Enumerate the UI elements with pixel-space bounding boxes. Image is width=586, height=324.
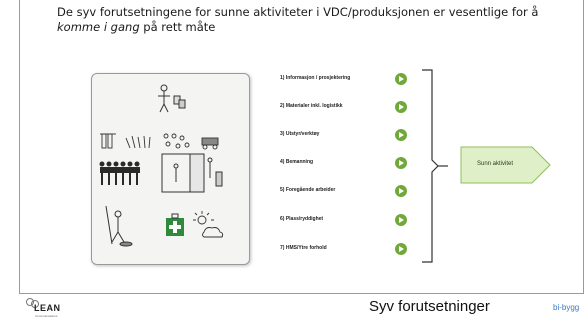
logo-subtext: Communications bbox=[35, 314, 58, 318]
prerequisite-label: 4) Bemanning bbox=[280, 159, 314, 165]
prerequisite-item-7: 7) HMS/Ytre forhold bbox=[280, 243, 410, 257]
person-documents-icon bbox=[158, 84, 186, 113]
arrow-circle-icon bbox=[395, 101, 407, 113]
prerequisite-item-3: 3) Utstyr/verktøy bbox=[280, 129, 410, 143]
footer-title: Syv forutsetninger bbox=[369, 298, 490, 315]
prerequisite-item-1: 1) Informasjon / prosjektering bbox=[280, 73, 410, 87]
title-text: De syv forutsetningene for sunne aktivit… bbox=[57, 5, 539, 19]
arrow-circle-icon bbox=[395, 73, 407, 85]
result-label: Sunn aktivitet bbox=[476, 161, 514, 167]
title-emphasis: komme i gang bbox=[57, 20, 140, 34]
arrow-circle-icon bbox=[395, 214, 407, 226]
prerequisite-label: 2) Materialer inkl. logistikk bbox=[280, 103, 343, 109]
arrow-circle-icon bbox=[395, 129, 407, 141]
logo-text: LEAN bbox=[34, 303, 61, 313]
prerequisite-item-5: 5) Foregående arbeider bbox=[280, 185, 410, 199]
prerequisite-item-6: 6) Plass/ryddighet bbox=[280, 214, 410, 228]
lean-logo: LEAN Communications bbox=[22, 295, 82, 321]
slide-title: De syv forutsetningene for sunne aktivit… bbox=[57, 5, 567, 35]
brand-logo: bi-bygg bbox=[553, 303, 580, 312]
prerequisite-label: 3) Utstyr/verktøy bbox=[280, 131, 320, 137]
prerequisite-label: 7) HMS/Ytre forhold bbox=[280, 245, 327, 251]
equipment-icon bbox=[100, 133, 219, 150]
first-aid-icon bbox=[166, 213, 184, 236]
arrow-circle-icon bbox=[395, 243, 407, 255]
workers-icon bbox=[99, 161, 140, 185]
title-text-end: på rett måte bbox=[139, 20, 216, 34]
arrow-circle-icon bbox=[395, 157, 407, 169]
slide-frame bbox=[19, 0, 584, 294]
prerequisite-item-2: 2) Materialer inkl. logistikk bbox=[280, 101, 410, 115]
door-icon bbox=[161, 153, 223, 193]
weather-icon bbox=[193, 211, 224, 238]
prerequisite-label: 1) Informasjon / prosjektering bbox=[280, 75, 351, 81]
cleaning-person-icon bbox=[105, 205, 133, 247]
prerequisite-label: 5) Foregående arbeider bbox=[280, 187, 336, 193]
prerequisite-label: 6) Plass/ryddighet bbox=[280, 216, 324, 222]
arrow-circle-icon bbox=[395, 185, 407, 197]
prerequisite-item-4: 4) Bemanning bbox=[280, 157, 410, 171]
prerequisites-illustration bbox=[91, 73, 250, 265]
